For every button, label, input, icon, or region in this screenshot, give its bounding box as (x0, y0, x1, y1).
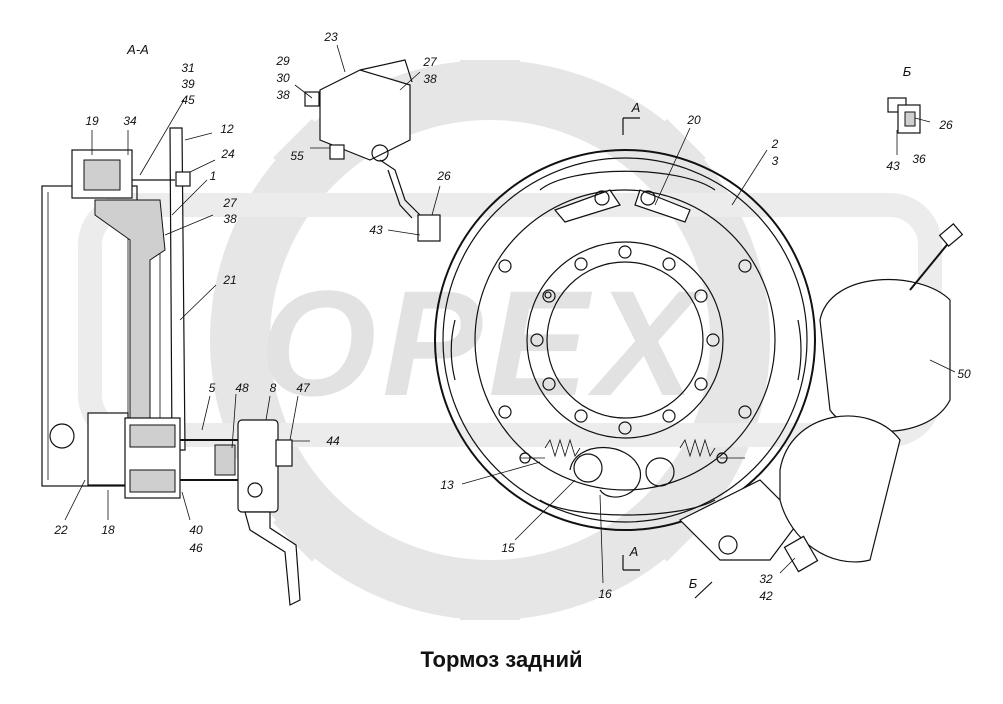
section-aa-label: А-А (126, 42, 149, 57)
callout-30: 30 (276, 71, 290, 85)
callout-43-view-b: 43 (886, 159, 900, 173)
callout-27-top: 27 (422, 55, 438, 69)
callout-21: 21 (222, 273, 236, 287)
hub-bore (546, 261, 704, 419)
callout-16: 16 (598, 587, 612, 601)
callout-42: 42 (759, 589, 773, 603)
hub-bolt-circle (526, 241, 724, 439)
callout-29: 29 (275, 54, 290, 68)
callout-18: 18 (101, 523, 115, 537)
callout-38-top-right: 38 (423, 72, 437, 86)
callout-38-top: 38 (276, 88, 290, 102)
callout-45: 45 (181, 93, 195, 107)
callout-3: 3 (772, 154, 779, 168)
watermark-text: OPEX (260, 259, 703, 427)
callouts: 31 39 45 19 34 12 24 1 27 38 21 5 48 8 4… (53, 30, 971, 603)
anchor-lever-left (553, 189, 621, 223)
callout-36: 36 (912, 152, 926, 166)
drawing-title: Тормоз задний (420, 647, 583, 672)
callout-50: 50 (957, 367, 971, 381)
view-b-detail (887, 97, 921, 134)
return-springs (544, 438, 716, 458)
callout-38: 38 (223, 212, 237, 226)
callout-20: 20 (686, 113, 701, 127)
callout-27: 27 (222, 196, 238, 210)
callout-34: 34 (123, 114, 137, 128)
hub-flange (94, 199, 166, 426)
view-b-arrow (694, 581, 713, 599)
backing-plate (169, 127, 186, 451)
chamber-housing (819, 278, 951, 432)
s-cam (569, 447, 641, 498)
brake-assembly-front-view (434, 149, 816, 561)
callout-47: 47 (296, 381, 311, 395)
callout-46: 46 (189, 541, 203, 555)
cut-a-bottom-label: А (629, 544, 639, 559)
callout-43: 43 (369, 223, 383, 237)
backing-plate-outline (434, 149, 816, 531)
camshaft-bracket (87, 412, 129, 486)
callout-26: 26 (436, 169, 451, 183)
callout-19: 19 (85, 114, 99, 128)
callout-44: 44 (326, 434, 340, 448)
slack-adjuster-arm (244, 511, 301, 606)
anchor-lever-right (634, 189, 691, 223)
brake-chamber (779, 223, 964, 573)
cut-a-top-label: А (631, 100, 641, 115)
leader-lines (64, 44, 956, 584)
callout-13: 13 (440, 478, 454, 492)
callout-24: 24 (220, 147, 235, 161)
slack-adjuster-body (237, 419, 279, 513)
drum-bolt (49, 423, 75, 449)
view-b-arrow-label: Б (689, 576, 698, 591)
callout-32: 32 (759, 572, 773, 586)
section-aa-view (41, 127, 301, 606)
brake-shoe-ring (474, 189, 776, 491)
watermark: OPEX (78, 60, 942, 620)
hub-bolt-holes (498, 245, 752, 435)
callout-22: 22 (53, 523, 68, 537)
callout-40: 40 (189, 523, 203, 537)
callout-2: 2 (771, 137, 779, 151)
rod-end-nut (417, 214, 441, 242)
callout-1: 1 (210, 169, 217, 183)
callout-31: 31 (181, 61, 194, 75)
view-b-label: Б (903, 64, 912, 79)
section-cut-marks (622, 117, 713, 599)
chamber-bracket (678, 479, 801, 561)
callout-12: 12 (220, 122, 234, 136)
callout-15: 15 (501, 541, 515, 555)
chamber-diaphragm (779, 415, 901, 563)
callout-26-view-b: 26 (938, 118, 953, 132)
callout-55: 55 (290, 149, 304, 163)
callout-48: 48 (235, 381, 249, 395)
callout-5: 5 (209, 381, 216, 395)
callout-39: 39 (181, 77, 195, 91)
watermark-gear-teeth (215, 60, 765, 620)
callout-8: 8 (270, 381, 277, 395)
callout-23: 23 (323, 30, 338, 44)
